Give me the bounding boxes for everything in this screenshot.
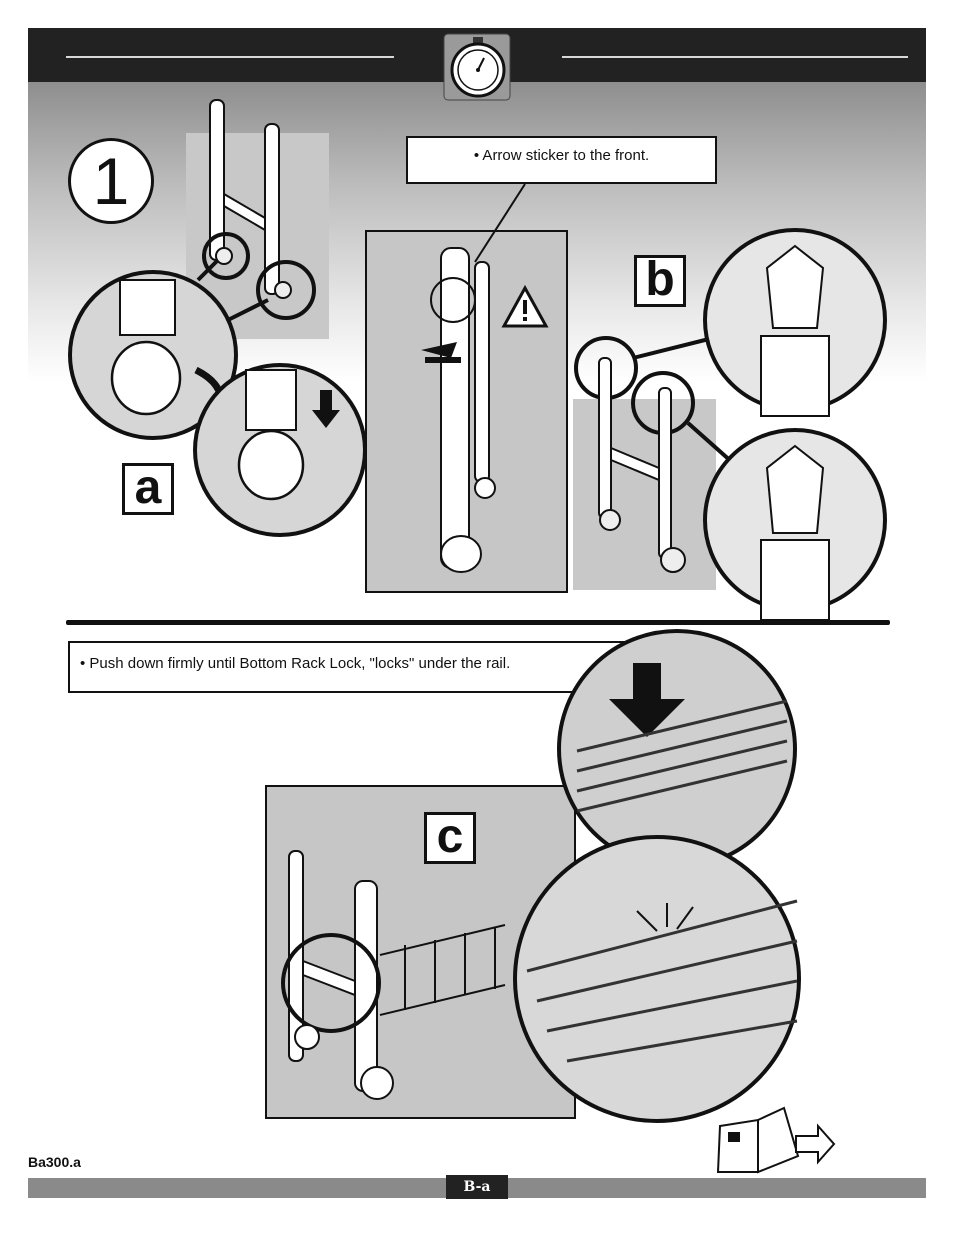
step-number: 1 (68, 138, 154, 224)
callout-arrow-sticker: • Arrow sticker to the front. (406, 136, 717, 184)
leg-frame-a-illustration (202, 99, 316, 320)
center-leg-illustration (421, 183, 526, 573)
header-rule-right (562, 56, 908, 58)
rack-lock-zoom-illustration (513, 629, 801, 1123)
warning-triangle-icon (501, 284, 549, 328)
leg-frame-b-illustration (574, 228, 887, 621)
document-code: Ba300.a (28, 1154, 81, 1170)
page-number: B-a (446, 1175, 508, 1199)
header-rule-left (66, 56, 394, 58)
callout-rack-lock: • Push down firmly until Bottom Rack Loc… (68, 641, 628, 693)
leg-frame-panel-b (573, 399, 716, 590)
open-book-next-icon[interactable] (716, 1106, 838, 1176)
label-c: c (424, 812, 476, 864)
stopwatch-icon (443, 33, 511, 101)
label-b: b (634, 255, 686, 307)
label-a: a (122, 463, 174, 515)
section-divider (66, 620, 890, 625)
caster-lock-illustration (68, 258, 367, 537)
rack-install-illustration (281, 850, 506, 1100)
